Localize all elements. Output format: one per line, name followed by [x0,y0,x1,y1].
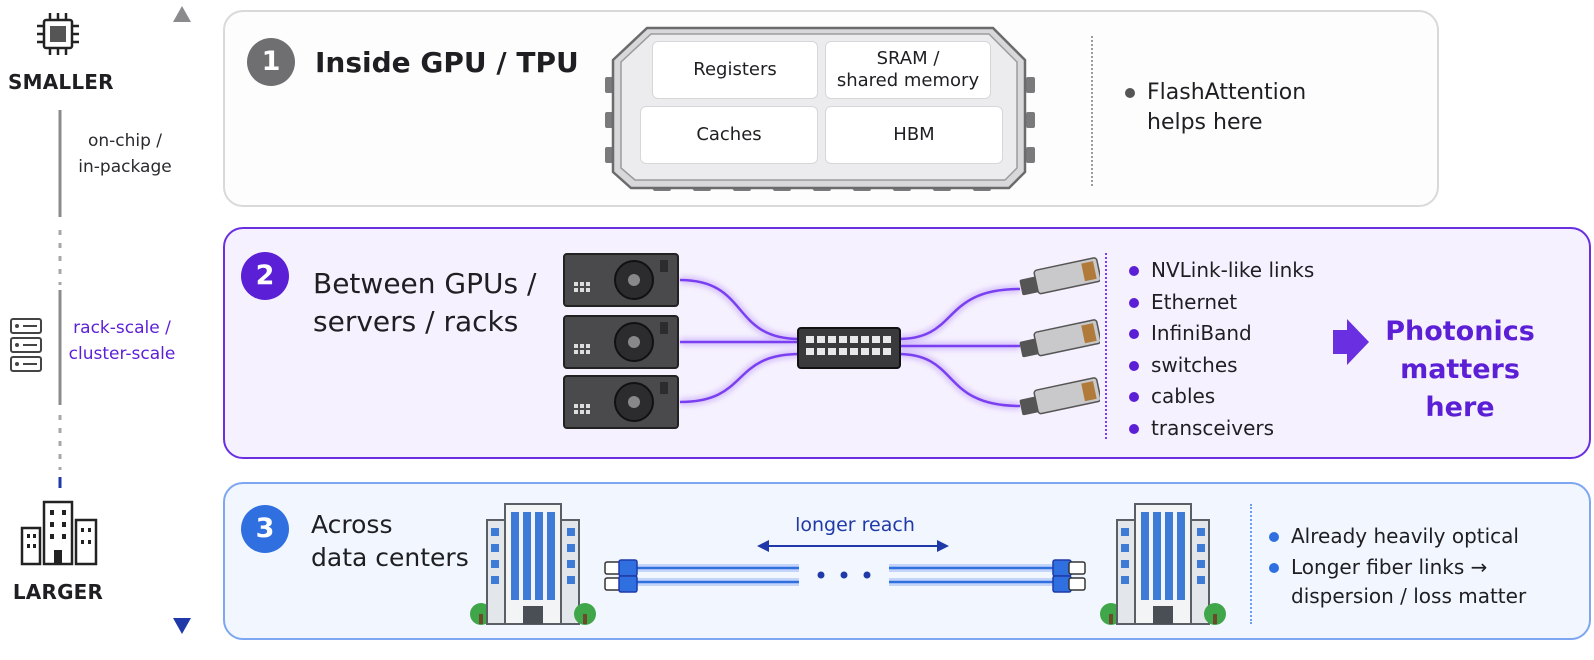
scale-arrow [173,6,191,634]
onchip-line-1: on-chip / [87,131,163,151]
note-item: Ethernet [1127,287,1314,319]
ellipsis-dots [817,571,871,579]
smaller-label: SMALLER [8,70,114,94]
network-switch-icon [797,327,901,369]
note-item: Already heavily optical [1267,522,1526,551]
gpu-server-icon [563,253,679,307]
level-2-notes: NVLink-like links Ethernet InfiniBand sw… [1127,255,1314,444]
fiber-connector-icon [604,559,638,593]
level-1-heading: Inside GPU / TPU [315,46,579,79]
gpu-server-icon [563,375,679,429]
level-3-divider [1250,504,1252,624]
level-1-badge: 1 [247,38,295,86]
level-3-panel: 3 Across data centers [223,482,1591,640]
reach-arrow [757,540,949,552]
network-graphic [563,253,1100,429]
sram-cell: SRAM / shared memory [825,41,991,99]
note-item: NVLink-like links [1127,255,1314,287]
larger-label: LARGER [12,580,104,604]
heading-line: servers / racks [313,305,519,338]
rack-line-2: cluster-scale [68,344,176,364]
onchip-line-2: in-package [78,157,172,177]
note-line: FlashAttention [1147,80,1307,105]
photonics-callout: Photonics matters here [1365,313,1555,427]
heading-line: Across [311,510,393,539]
scale-guide-line [58,110,62,488]
note-item: transceivers [1127,413,1314,445]
level-2-panel: 2 Between GPUs / servers / racks [223,227,1591,459]
server-rack-icon [10,318,42,372]
rack-scale-label: rack-scale / cluster-scale [62,315,182,367]
bullet-dot [1129,392,1139,402]
hbm-cell: HBM [825,106,1003,164]
level-2-divider [1105,253,1107,439]
note-item: FlashAttention helps here [1123,78,1306,138]
bullet-dot [1129,297,1139,308]
level-1-panel: 1 Inside GPU / TPU Registers SRAM / shar… [223,10,1439,207]
note-line: dispersion / loss matter [1291,584,1527,608]
heading-line: data centers [311,543,469,572]
bullet-dot [1129,423,1139,434]
bullet-dot [1269,532,1279,542]
bullet-dot [1125,88,1135,98]
transceiver-icon [1019,257,1100,296]
level-3-heading: Across data centers [311,508,469,574]
chip-icon [37,13,79,55]
note-text: switches [1151,352,1238,377]
reach-label: longer reach [795,514,915,536]
data-center-building-icon [1100,503,1226,625]
heading-line: Between GPUs / [313,267,537,300]
level-3-notes: Already heavily optical Longer fiber lin… [1267,522,1526,611]
data-center-link-graphic [470,503,1226,625]
note-line: helps here [1147,110,1263,135]
note-item: Longer fiber links → dispersion / loss m… [1267,553,1526,611]
note-text: transceivers [1151,415,1275,440]
caches-cell: Caches [640,106,818,164]
rack-line-1: rack-scale / [73,318,171,338]
bullet-dot [1129,329,1139,339]
level-1-divider [1091,36,1093,186]
registers-cell: Registers [652,41,818,99]
level-2-badge: 2 [241,252,289,300]
callout-line: Photonics [1385,316,1535,347]
arrow-right-icon [1333,319,1369,365]
note-line: Already heavily optical [1291,524,1519,548]
data-center-building-icon [470,503,596,625]
level-1-notes: FlashAttention helps here [1123,78,1306,138]
bullet-dot [1129,266,1139,276]
note-line: Longer fiber links → [1291,555,1488,579]
note-item: InfiniBand [1127,318,1314,350]
building-icon [20,500,98,566]
bullet-dot [1269,563,1279,573]
bullet-dot [1129,360,1139,371]
fiber-connector-icon [1052,559,1086,593]
onchip-label: on-chip / in-package [66,128,184,180]
note-text: cables [1151,384,1216,408]
level-2-heading: Between GPUs / servers / racks [313,265,536,341]
callout-line: matters here [1400,354,1520,423]
note-item: cables [1127,381,1314,413]
note-item: switches [1127,350,1314,382]
transceiver-icon [1019,377,1100,416]
gpu-server-icon [563,315,679,369]
transceiver-icon [1019,319,1100,358]
level-3-badge: 3 [241,505,289,553]
note-text: InfiniBand [1151,321,1252,345]
note-text: Ethernet [1151,289,1238,314]
note-text: NVLink-like links [1151,258,1315,282]
